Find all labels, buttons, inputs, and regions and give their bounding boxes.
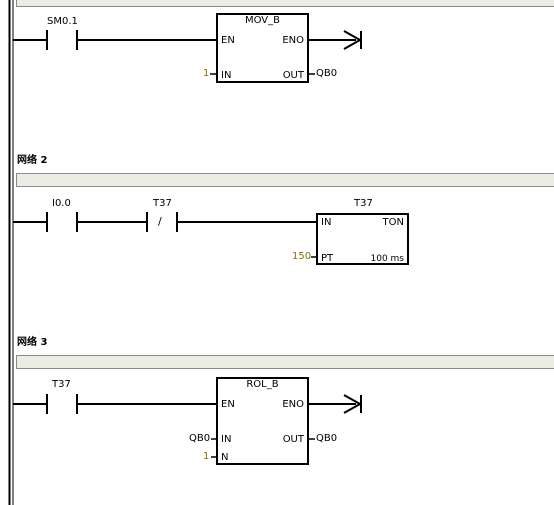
rol-b-title: ROL_B (246, 379, 279, 390)
mov-b-in-value[interactable]: 1 (203, 68, 210, 79)
rol-b-pin-n: N (221, 452, 229, 463)
rol-b-in-value[interactable]: QB0 (189, 433, 211, 444)
ton-time-base: 100 ms (370, 254, 405, 264)
contact-t37-nc-slash: / (158, 215, 162, 228)
contact-sm01-label: SM0.1 (47, 16, 78, 27)
rol-b-pin-out: OUT (282, 434, 304, 445)
network-3-comment-bar[interactable] (16, 355, 554, 369)
contact-t37-nc[interactable] (144, 211, 180, 233)
network-2-header[interactable]: 网络 2 (17, 155, 48, 166)
rol-b-pin-in: IN (221, 434, 232, 445)
mov-b-pin-out: OUT (282, 70, 304, 81)
rol-b-n-value[interactable]: 1 (203, 451, 210, 462)
mov-b-title: MOV_B (244, 15, 281, 26)
rol-b-pin-eno: ENO (282, 399, 304, 410)
rol-b-out-value[interactable]: QB0 (316, 433, 338, 444)
contact-t37-label: T37 (52, 379, 71, 390)
ton-timer-title: T37 (354, 198, 373, 209)
ton-pin-in: IN (321, 217, 332, 228)
network-1-wiring (13, 30, 363, 75)
network-3-header[interactable]: 网络 3 (17, 337, 48, 348)
ton-type: TON (382, 217, 404, 228)
contact-i00[interactable] (44, 211, 80, 233)
ton-timer-block[interactable]: IN TON PT 100 ms (316, 213, 409, 265)
mov-b-pin-en: EN (221, 35, 235, 46)
mov-b-out-value[interactable]: QB0 (316, 68, 338, 79)
ton-pin-pt: PT (321, 253, 334, 264)
rol-b-block[interactable]: ROL_B EN IN N ENO OUT (216, 377, 309, 465)
mov-b-block[interactable]: MOV_B EN IN ENO OUT (216, 13, 309, 83)
network-2-comment-bar[interactable] (16, 173, 554, 187)
network-1-comment-bar[interactable] (16, 0, 554, 7)
contact-t37-nc-label: T37 (153, 198, 172, 209)
contact-sm01[interactable] (44, 29, 80, 51)
contact-t37[interactable] (44, 393, 80, 415)
mov-b-pin-eno: ENO (282, 35, 304, 46)
contact-i00-label: I0.0 (52, 198, 71, 209)
mov-b-pin-in: IN (221, 70, 232, 81)
network-3-wiring (13, 394, 363, 458)
network-2-wiring (13, 212, 317, 258)
ton-pt-value[interactable]: 150 (292, 251, 312, 262)
rol-b-pin-en: EN (221, 399, 235, 410)
